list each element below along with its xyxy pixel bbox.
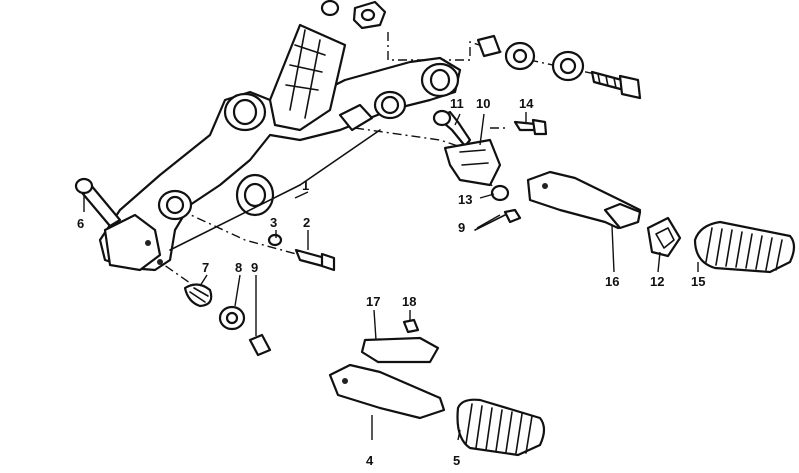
callout-18: 18 — [402, 294, 416, 309]
callout-7: 7 — [202, 260, 209, 275]
callout-leader-lines — [83, 112, 699, 441]
lower-footpeg-assembly — [328, 318, 546, 457]
top-nut-hardware — [320, 0, 387, 30]
callout-14: 14 — [519, 96, 534, 111]
rubber-footpeg-cover-part-15 — [693, 220, 796, 274]
callout-8: 8 — [235, 260, 242, 275]
callout-2: 2 — [303, 215, 310, 230]
left-lower-hardware — [74, 177, 336, 357]
callout-1: 1 — [302, 178, 309, 193]
callout-4: 4 — [366, 453, 374, 468]
callout-5: 5 — [453, 453, 460, 468]
callout-3: 3 — [270, 215, 277, 230]
footrest-bracket-part-1 — [98, 23, 462, 272]
callout-labels: 1 2 3 4 5 6 7 8 9 9 10 11 12 13 14 15 16… — [77, 96, 705, 468]
callout-15: 15 — [691, 274, 705, 289]
callout-11: 11 — [450, 96, 464, 111]
upper-right-bolt-assembly — [476, 34, 642, 100]
callout-12: 12 — [650, 274, 664, 289]
callout-9-left: 9 — [251, 260, 258, 275]
callout-17: 17 — [366, 294, 380, 309]
callout-10: 10 — [476, 96, 490, 111]
pivot-assembly-parts-10-11-14 — [432, 109, 548, 231]
callout-6: 6 — [77, 216, 84, 231]
callout-16: 16 — [605, 274, 619, 289]
footpeg-part-16 — [526, 170, 642, 230]
callout-9-right: 9 — [458, 220, 465, 235]
callout-13: 13 — [458, 192, 472, 207]
rubber-insert-part-12 — [646, 216, 682, 258]
